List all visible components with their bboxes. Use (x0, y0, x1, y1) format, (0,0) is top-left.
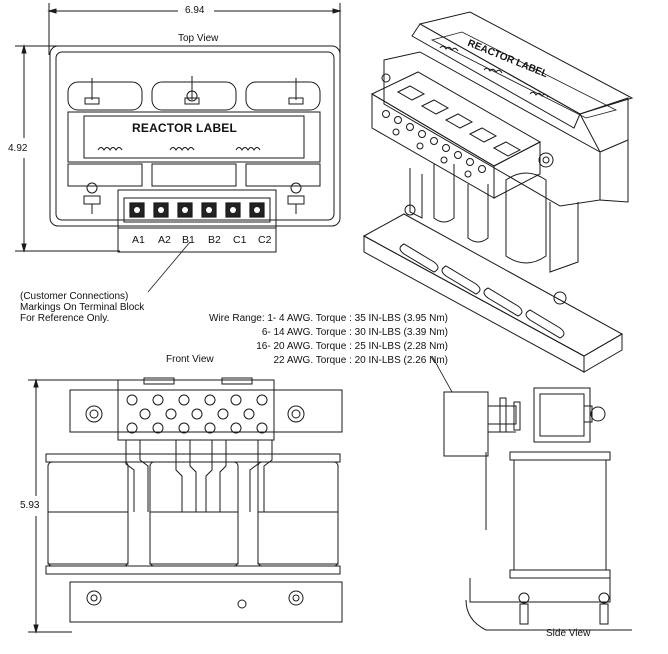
height-dimension-front: 5.93 (20, 500, 40, 511)
terminal-b2: B2 (208, 234, 221, 246)
note-line-1: (Customer Connections) (20, 291, 129, 302)
wire-range-row: Wire Range: 1- 4 AWG. Torque : 35 IN-LBS… (209, 313, 448, 324)
customer-connections-note: (Customer Connections) Markings On Termi… (20, 291, 180, 324)
front-view (28, 377, 343, 634)
note-line-2: Markings On Terminal Block (20, 302, 145, 313)
wire-range-row: 22 AWG. Torque : 20 IN-LBS (2.26 Nm) (273, 355, 448, 366)
top-view (15, 3, 342, 293)
terminal-a1: A1 (132, 234, 145, 246)
side-view-title: Side View (546, 628, 591, 639)
terminal-c1: C1 (233, 234, 247, 246)
width-dimension: 6.94 (185, 5, 205, 16)
terminal-b1: B1 (182, 234, 195, 246)
terminal-c2: C2 (258, 234, 272, 246)
wire-range-table: Wire Range: 1- 4 AWG. Torque : 35 IN-LBS… (178, 312, 448, 368)
wire-range-row: 16- 20 AWG. Torque : 25 IN-LBS (2.28 Nm) (256, 341, 448, 352)
terminal-a2: A2 (158, 234, 171, 246)
note-line-3: For Reference Only. (20, 313, 110, 324)
reactor-label-top: REACTOR LABEL (132, 121, 238, 135)
top-view-title: Top View (178, 33, 219, 44)
wire-range-row: 6- 14 AWG. Torque : 30 IN-LBS (3.39 Nm) (261, 327, 448, 338)
side-view (431, 355, 632, 631)
front-view-title: Front View (166, 354, 214, 365)
height-dimension-top: 4.92 (8, 143, 28, 154)
isometric-view (362, 11, 634, 373)
